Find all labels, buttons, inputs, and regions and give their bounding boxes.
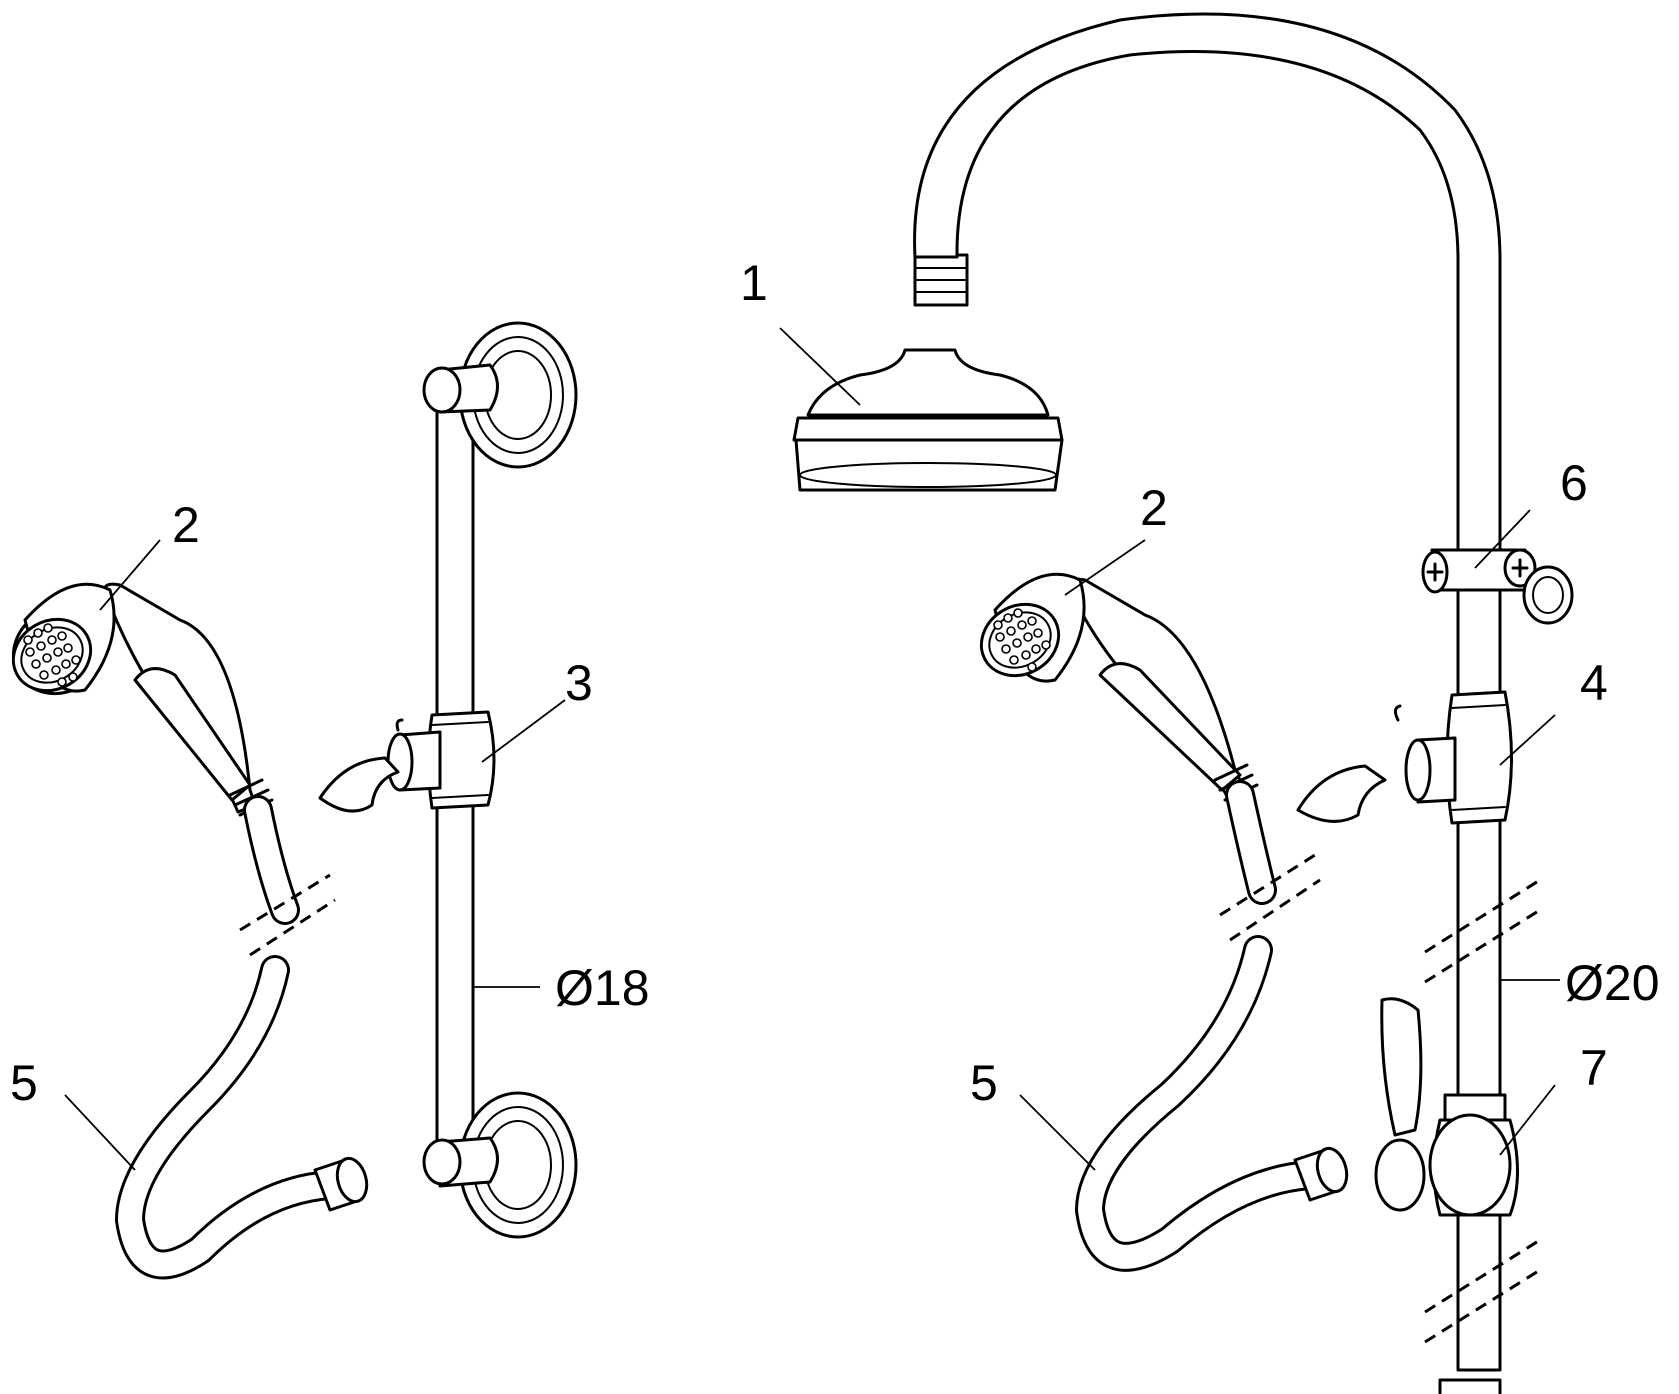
label-diameter-20: Ø20 xyxy=(1565,955,1660,1011)
shower-head xyxy=(792,253,1064,492)
hose-left xyxy=(115,795,369,1280)
label-7: 7 xyxy=(1580,1040,1608,1096)
riser-clamp-6 xyxy=(1421,548,1574,625)
hose-right-nut xyxy=(1293,1146,1349,1202)
part-labels: 1 2 2 3 4 5 5 6 7 Ø18 Ø20 xyxy=(10,255,1660,1111)
label-4: 4 xyxy=(1580,655,1608,711)
slider-4 xyxy=(1296,690,1513,825)
label-6: 6 xyxy=(1560,455,1588,511)
leader-lines xyxy=(64,327,1560,1171)
label-1: 1 xyxy=(740,255,768,311)
hose-left-nut xyxy=(313,1156,369,1212)
wall-bracket-bottom xyxy=(422,1091,578,1239)
slide-rail xyxy=(318,321,578,1239)
label-5-left: 5 xyxy=(10,1055,38,1111)
hose-right xyxy=(1075,780,1349,1272)
label-5-right: 5 xyxy=(970,1055,998,1111)
label-diameter-18: Ø18 xyxy=(555,960,650,1016)
nozzle-dots-right xyxy=(993,608,1051,672)
gooseneck-arm xyxy=(913,12,1502,1372)
wall-bracket-top xyxy=(422,321,578,469)
hand-shower-left xyxy=(11,582,274,817)
hand-shower-right xyxy=(979,572,1259,802)
slider-3 xyxy=(318,710,496,813)
label-3: 3 xyxy=(565,655,593,711)
label-2-right: 2 xyxy=(1140,480,1168,536)
nozzle-dots-left xyxy=(23,623,81,687)
diverter-7 xyxy=(1374,997,1519,1394)
label-2-left: 2 xyxy=(172,497,200,553)
